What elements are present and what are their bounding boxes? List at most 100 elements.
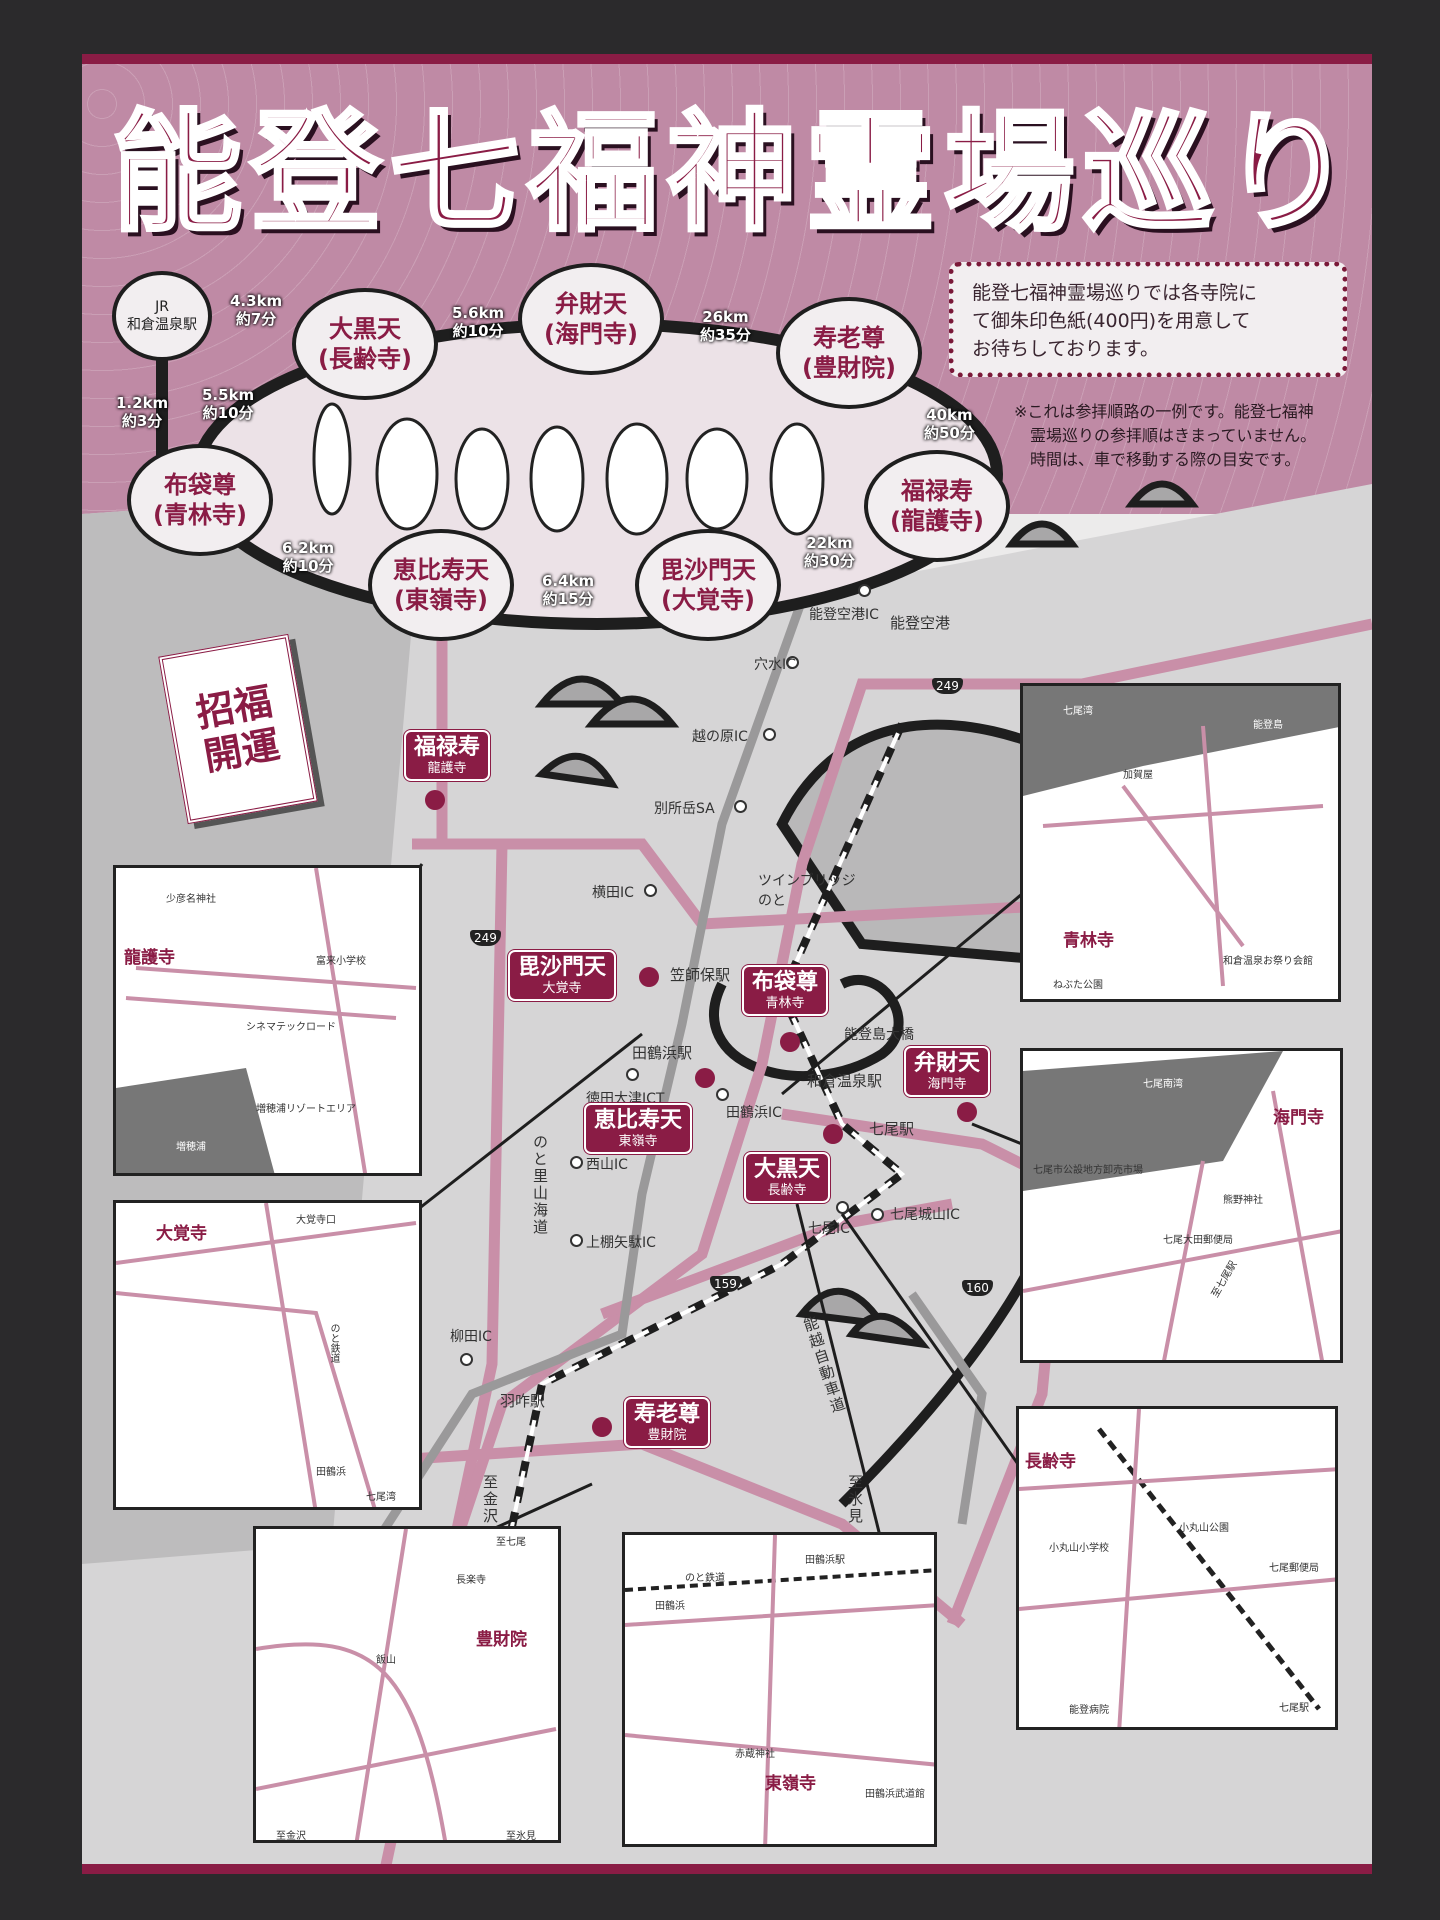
inset-label: のと鉄道 (328, 1323, 339, 1363)
inset-temple-label: 海門寺 (1273, 1108, 1324, 1128)
leg-time: 約10分 (452, 322, 504, 340)
node-deity: 弁財天 (555, 290, 627, 318)
title-char: り (1220, 97, 1354, 249)
circuit-node-hoteison: 布袋尊(青林寺) (127, 444, 273, 556)
marker-hoteison[interactable]: 布袋尊青林寺 (742, 965, 829, 1016)
ic-marker (626, 1068, 639, 1081)
temple-dot[interactable] (425, 790, 445, 810)
circuit-node-start: JR 和倉温泉駅 (112, 271, 212, 361)
temple-dot[interactable] (823, 1124, 843, 1144)
nanao-station-label: 七尾駅 (869, 1120, 915, 1138)
inset-label: 能登病院 (1069, 1705, 1109, 1716)
marker-ebisuten[interactable]: 恵比寿天東嶺寺 (584, 1103, 693, 1154)
inset-label: 増穂浦 (176, 1142, 206, 1153)
title-char: 場 (942, 97, 1076, 249)
inset-label: 田鶴浜 (316, 1467, 346, 1478)
inset-map-kaimonji: 海門寺 七尾南湾 七尾市公設地方卸売市場 熊野神社 七尾大田郵便局 至七尾駅 (1020, 1048, 1343, 1363)
leg-km: 5.5km (202, 386, 255, 404)
inset-label: 田鶴浜武道館 (865, 1789, 925, 1800)
leg-km: 40km (926, 406, 973, 424)
inset-label: 能登島 (1253, 720, 1283, 731)
leg-km: 26km (702, 308, 749, 326)
noetsu-expressway (908, 1291, 987, 1525)
inset-map-hozaiin: 豊財院 至七尾 長楽寺 飯山 至金沢 至氷見 (253, 1526, 561, 1843)
twin-bridge-label: ツインブリッジのと (758, 873, 856, 909)
besshodake-sa-label: 別所岳SA (654, 801, 715, 817)
inset-label: 小丸山小学校 (1049, 1543, 1109, 1554)
inset-label: 長楽寺 (456, 1575, 486, 1586)
inset-label: 七尾郵便局 (1269, 1563, 1319, 1574)
hakui-station-label: 羽咋駅 (500, 1392, 546, 1410)
inset-label: 七尾湾 (366, 1492, 396, 1503)
leg-time: 約7分 (235, 310, 277, 328)
marker-fukurokuju[interactable]: 福禄寿龍護寺 (404, 730, 491, 781)
node-deity: 寿老尊 (813, 324, 885, 352)
inset-temple-label: 豊財院 (476, 1630, 527, 1650)
node-deity: 毘沙門天 (660, 556, 756, 584)
circuit-node-ebisuten: 恵比寿天(東嶺寺) (368, 529, 514, 641)
koshinohara-ic-label: 越の原IC (692, 729, 748, 745)
yokota-ic-label: 横田IC (592, 885, 634, 901)
marker-deity: 寿老尊 (634, 1402, 701, 1427)
temple-dot[interactable] (592, 1417, 612, 1437)
node-deity: 大黒天 (329, 315, 401, 343)
temple-dot[interactable] (695, 1068, 715, 1088)
leg-km: 5.6km (452, 304, 505, 322)
start-line1: JR (155, 299, 169, 315)
marker-bishamonten[interactable]: 毘沙門天大覚寺 (508, 950, 617, 1001)
inset-label: 熊野神社 (1223, 1195, 1263, 1206)
yanagida-ic-label: 柳田IC (450, 1329, 492, 1345)
inset-label: 小丸山公園 (1179, 1523, 1229, 1534)
info-box: 能登七福神霊場巡りでは各寺院に て御朱印色紙(400円)を用意して お待ちしてお… (949, 262, 1347, 377)
to-himi-label: 至氷見 (846, 1474, 864, 1525)
marker-jurojin[interactable]: 寿老尊豊財院 (624, 1397, 711, 1448)
inset-map-ryugoji: 龍護寺 少彦名神社 富来小学校 シネマテックロード 増穂浦リゾートエリア 増穂浦 (113, 865, 422, 1176)
seven-gods-illustration (312, 402, 825, 536)
inset-label: 飯山 (376, 1655, 396, 1666)
inset-map-seirinji: 青林寺 七尾湾 加賀屋 能登島 和倉温泉お祭り会館 ねぶた公園 (1020, 683, 1341, 1002)
circuit-node-jurojin: 寿老尊(豊財院) (776, 297, 922, 409)
inset-label: 増穂浦リゾートエリア (256, 1104, 356, 1115)
inset-map-toreiji: 東嶺寺 田鶴浜駅 のと鉄道 田鶴浜 赤蔵神社 田鶴浜武道館 (622, 1532, 937, 1847)
inset-label: 赤蔵神社 (735, 1749, 775, 1760)
marker-deity: 毘沙門天 (518, 955, 607, 980)
inset-label: 富来小学校 (316, 956, 366, 967)
circuit-node-benzaiten: 弁財天(海門寺) (518, 263, 664, 375)
inset-label: 少彦名神社 (166, 894, 216, 905)
leg-time: 約30分 (804, 552, 855, 570)
marker-daikokuten[interactable]: 大黒天長齢寺 (744, 1152, 831, 1203)
ic-marker (858, 584, 871, 597)
node-temple: (長齢寺) (318, 345, 412, 373)
route-160-shield: 160 (962, 1280, 993, 1296)
marker-benzaiten[interactable]: 弁財天海門寺 (904, 1046, 991, 1097)
inset-map-choreiji: 長齢寺 小丸山公園 小丸山小学校 七尾郵便局 七尾駅 能登病院 (1016, 1406, 1338, 1730)
temple-dot[interactable] (780, 1032, 800, 1052)
inset-label: 田鶴浜駅 (805, 1555, 845, 1566)
inset-label: 七尾湾 (1063, 706, 1093, 717)
inset-temple-label: 東嶺寺 (765, 1774, 816, 1794)
note-line: ※これは参拝順路の一例です。能登七福神 (1014, 402, 1314, 421)
temple-dot[interactable] (639, 967, 659, 987)
inset-label: ねぶた公園 (1053, 980, 1103, 991)
note-line: 時間は、車で移動する際の目安です。 (1030, 450, 1301, 469)
temple-dot[interactable] (957, 1102, 977, 1122)
circuit-node-fukurokuju: 福禄寿(龍護寺) (864, 450, 1010, 562)
inset-label: のと鉄道 (685, 1573, 725, 1584)
leg-time: 約50分 (924, 424, 975, 442)
nanao-ic-label: 七尾IC (808, 1221, 850, 1237)
node-deity: 布袋尊 (164, 471, 236, 499)
circuit-node-bishamonten: 毘沙門天(大覚寺) (635, 529, 781, 641)
leg-time: 約3分 (121, 412, 163, 430)
title-char: 霊 (804, 97, 938, 249)
node-deity: 恵比寿天 (393, 556, 489, 584)
ic-marker (716, 1088, 729, 1101)
kashiwo-station-label: 笠師保駅 (670, 966, 731, 984)
node-temple: (海門寺) (544, 320, 638, 348)
